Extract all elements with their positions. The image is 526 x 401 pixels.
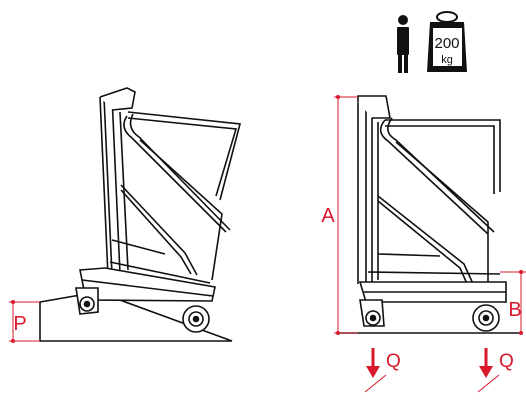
load-value: 200 [434,35,459,52]
upright-lift [340,95,520,334]
load-arrow-icon [364,348,387,393]
dimension-label-a: A [321,205,335,227]
weight-icon [427,11,467,72]
load-label-rear: Q [499,351,514,372]
load-label-front: Q [386,351,401,372]
load-unit: kg [441,54,453,66]
tilted-lift [39,87,242,342]
dimension-lines [9,95,526,343]
load-arrow-icon [477,348,500,393]
dimension-label-b: B [508,299,521,321]
person-icon [397,15,409,73]
dimension-label-p: P [13,313,26,335]
